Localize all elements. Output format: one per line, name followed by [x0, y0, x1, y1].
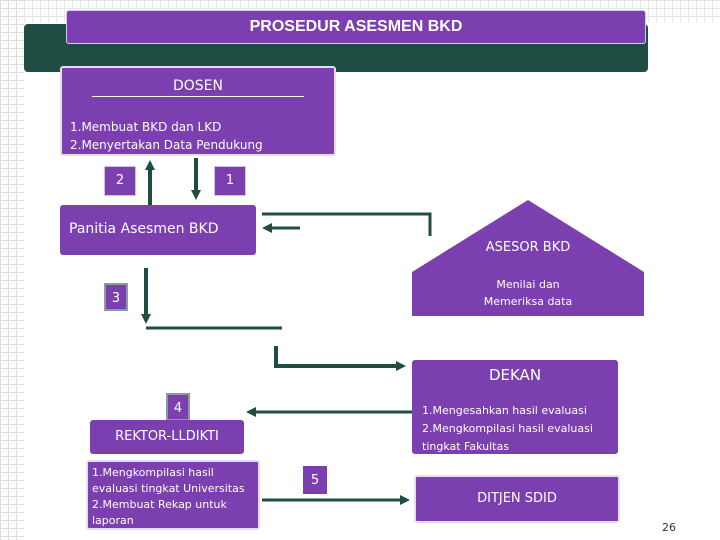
connector-panitia-asesor — [262, 212, 432, 236]
dekan-box: DEKAN 1.Mengesahkan hasil evaluasi 2.Men… — [412, 360, 618, 454]
panitia-box: Panitia Asesmen BKD — [60, 205, 256, 255]
step-4-badge: 4 — [166, 393, 190, 421]
dekan-heading: DEKAN — [488, 366, 542, 384]
dekan-task-list: 1.Mengesahkan hasil evaluasi 2.Mengkompi… — [422, 402, 593, 456]
asesor-shape — [412, 200, 644, 316]
rektor-task-list: 1.Mengkompilasi hasil evaluasi tingkat U… — [86, 460, 260, 530]
step-5-badge: 5 — [302, 465, 328, 495]
rektor-box: REKTOR-LLDIKTI — [90, 420, 244, 454]
arrow-to-dekan — [274, 346, 406, 371]
asesor-description-line: Memeriksa data — [483, 295, 573, 308]
dekan-task-item: 1.Mengesahkan hasil evaluasi — [422, 404, 587, 417]
rektor-task-item: 1.Mengkompilasi hasil — [92, 466, 214, 479]
ditjen-box: DITJEN SDID — [414, 475, 620, 523]
dosen-task-list: 1.Membuat BKD dan LKD 2.Menyertakan Data… — [70, 118, 263, 154]
asesor-description: Menilai dan Memeriksa data — [412, 276, 644, 310]
background-grid-left — [0, 0, 24, 540]
dosen-box: DOSEN 1.Membuat BKD dan LKD 2.Menyertaka… — [60, 66, 336, 156]
rektor-task-item: laporan — [92, 514, 134, 527]
dosen-task-item: 2.Menyertakan Data Pendukung — [70, 138, 263, 152]
page-title: PROSEDUR ASESMEN BKD — [66, 10, 646, 44]
dosen-task-item: 1.Membuat BKD dan LKD — [70, 120, 222, 134]
step-1-badge: 1 — [214, 166, 246, 196]
dekan-task-item: tingkat Fakultas — [422, 440, 509, 453]
dekan-task-item: 2.Mengkompilasi hasil evaluasi — [422, 422, 593, 435]
rektor-task-item: 2.Membuat Rekap untuk — [92, 498, 227, 511]
step-3-badge: 3 — [104, 283, 128, 311]
step-2-badge: 2 — [104, 166, 136, 196]
dosen-divider — [92, 96, 304, 97]
asesor-heading: ASESOR BKD — [485, 240, 571, 255]
page-number: 26 — [662, 521, 676, 534]
asesor-box: ASESOR BKD Menilai dan Memeriksa data — [412, 200, 644, 316]
dosen-heading: DOSEN — [172, 78, 223, 94]
asesor-description-line: Menilai dan — [496, 278, 560, 291]
rektor-task-item: evaluasi tingkat Universitas — [92, 482, 245, 495]
